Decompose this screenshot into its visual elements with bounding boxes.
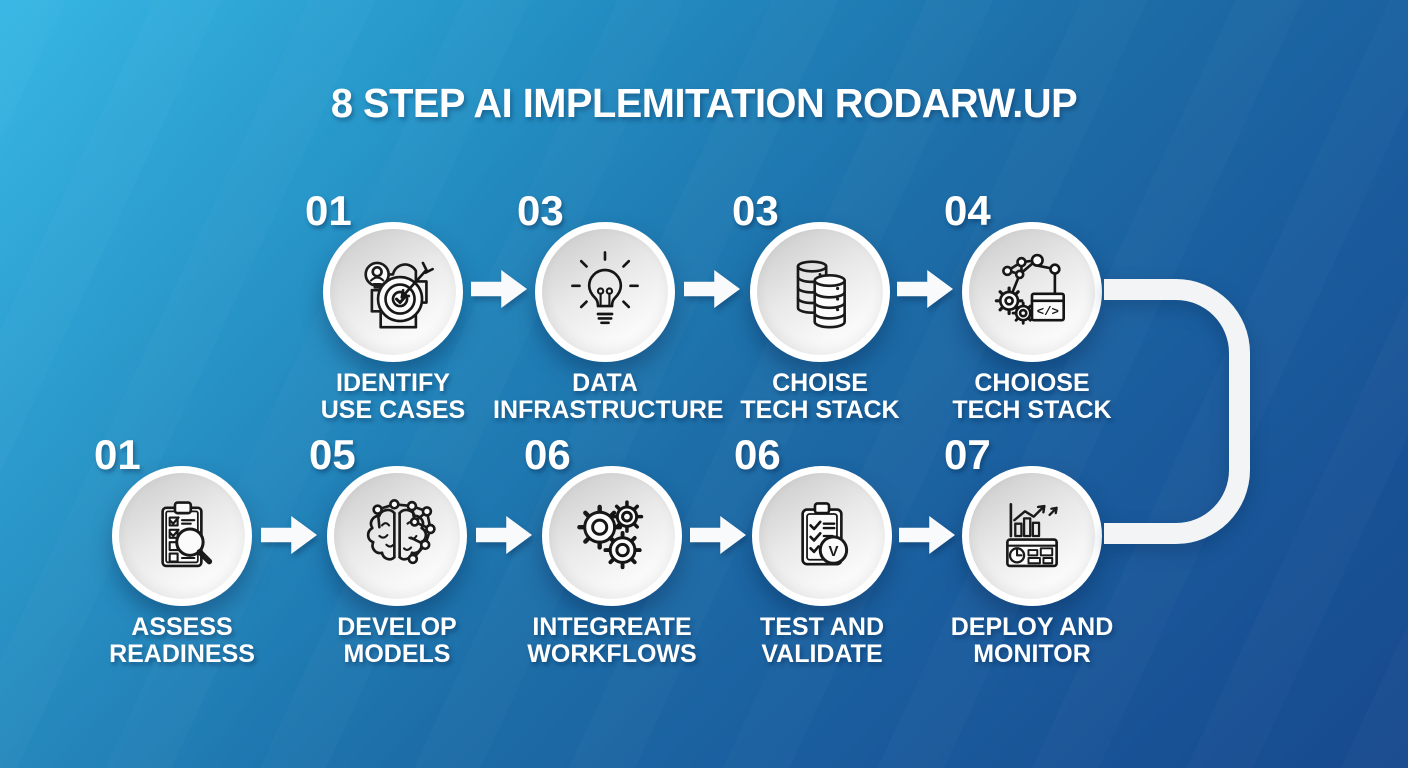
gears-icon — [577, 500, 644, 570]
step-circle — [542, 466, 682, 606]
clipboard-validate-icon: V — [801, 502, 849, 566]
step-circle — [535, 222, 675, 362]
step-develop-models: 05 DEVELOP MODELS — [285, 434, 509, 674]
step-label: INTEGREATE WORKFLOWS — [527, 613, 697, 668]
step-label: DEVELOP MODELS — [337, 613, 457, 668]
brain-network-icon — [366, 499, 436, 565]
step-assess-readiness: 01 ASSESS READINESS — [70, 434, 294, 674]
robot-arm-code-icon: </> — [994, 253, 1065, 325]
step-test-and-validate: 06 V TEST AND VALIDATE — [710, 434, 934, 674]
clipboard-magnifier-icon — [161, 501, 213, 568]
step-circle: V — [752, 466, 892, 606]
step-circle — [750, 222, 890, 362]
step-circle: </> — [962, 222, 1102, 362]
lightbulb-icon — [571, 251, 639, 325]
step-circle — [327, 466, 467, 606]
step-choiose-tech-stack: 04 </> CHOIOSE T — [920, 190, 1144, 430]
step-number: 01 — [305, 187, 352, 234]
step-circle — [112, 466, 252, 606]
page-title: 8 STEP AI IMPLEMITATION RODARW.UP — [330, 80, 1078, 126]
step-number: 06 — [734, 431, 781, 478]
step-label: ASSESS READINESS — [109, 613, 255, 668]
svg-text:</>: </> — [1037, 305, 1059, 319]
step-number: 05 — [309, 431, 356, 478]
chart-dashboard-icon — [1006, 503, 1058, 568]
step-number: 01 — [94, 431, 141, 478]
database-icon — [796, 260, 846, 329]
step-integreate-workflows: 06 INTEGREATE WORKFLOWS — [500, 434, 724, 674]
step-circle — [962, 466, 1102, 606]
step-label: IDENTIFY USE CASES — [320, 369, 466, 424]
connector-curve — [1104, 279, 1250, 544]
step-number: 07 — [944, 431, 991, 478]
step-identify-use-cases: 01 IDENTIFY USE CASES — [281, 190, 505, 430]
step-number: 04 — [944, 187, 991, 234]
step-deploy-and-monitor: 07 DEPLOY AND MONITOR — [920, 434, 1144, 674]
step-number: 03 — [732, 187, 779, 234]
step-label: DEPLOY AND MONITOR — [950, 613, 1114, 668]
step-number: 06 — [524, 431, 571, 478]
svg-text:V: V — [828, 543, 838, 560]
step-label: CHOISE TECH STACK — [740, 369, 900, 424]
step-choise-tech-stack: 03 CHOISE TECH STACK — [708, 190, 932, 430]
step-data-infrastructure: 03 DATA INFRASTRUCTURE — [493, 187, 724, 430]
step-number: 03 — [517, 187, 564, 234]
head-target-icon — [364, 261, 434, 329]
step-label: TEST AND VALIDATE — [759, 613, 885, 668]
step-circle — [323, 222, 463, 362]
step-label: CHOIOSE TECH STACK — [952, 369, 1112, 424]
step-label: DATA INFRASTRUCTURE — [493, 369, 724, 424]
